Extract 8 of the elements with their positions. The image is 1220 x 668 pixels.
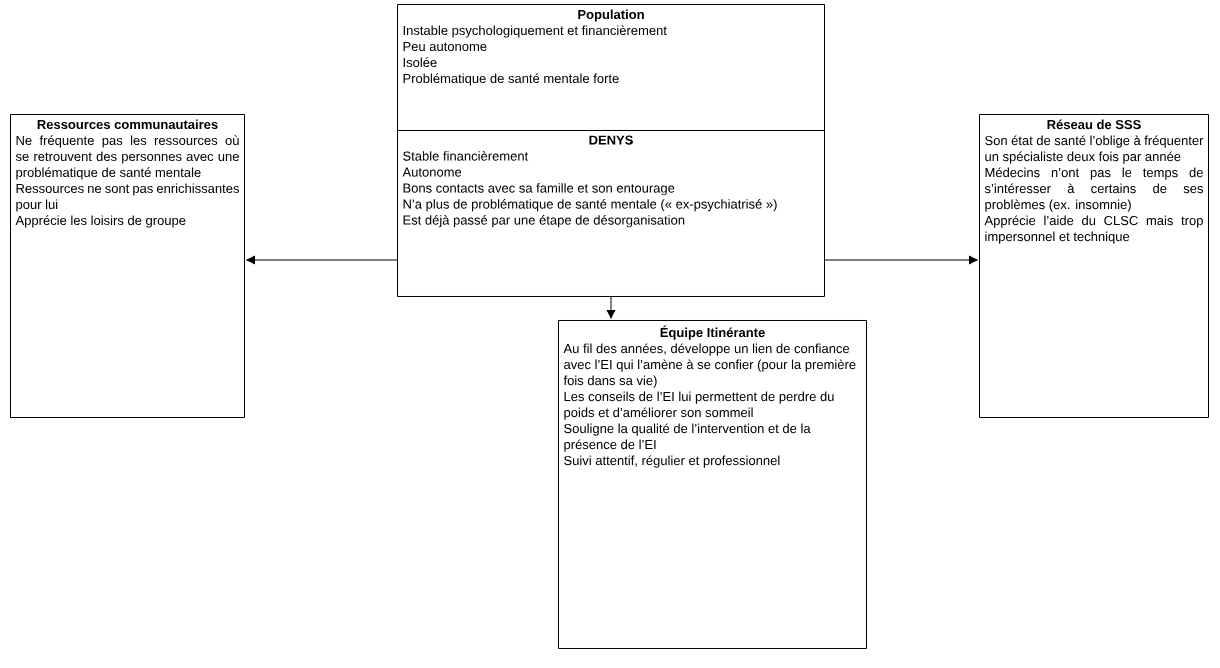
arrow xyxy=(246,255,398,265)
text-box: DENYS Stable financièrement Autonome Bons contacts avec sa famille et son entourage N’a plus de problématique de santé mentale (« ex-psychiatrisé ») Est déjà passé par une étape de désorganisation xyxy=(397,130,825,297)
text-box: Population Instable psychologiquement et financièrement Peu autonome Isolée Problématique de santé mentale forte xyxy=(397,4,825,131)
arrow xyxy=(606,296,616,319)
text-box: Réseau de SSS Son état de santé l’oblige à fréquenter un spécialiste deux fois par année Médecins n’ont pas le temps de s’intéresser à certains de ses problèmes (ex. insomnie) Apprécie l’aide du CLSC mais trop impersonnel et technique xyxy=(979,114,1209,418)
text-box: Équipe Itinérante Au fil des années, développe un lien de confiance avec l’EI qui l’amène à se confier (pour la première fois dans sa vie) Les conseils de l’EI lui permettent de perdre du poids et d’améliorer son sommeil Souligne la qualité de l’intervention et de la présence de l’EI Suivi attentif, régulier et professionnel xyxy=(558,320,867,649)
arrow xyxy=(824,255,978,265)
text-box: Ressources communautaires Ne fréquente pas les ressources où se retrouvent des personnes avec une problématique de santé mentale Ressources ne sont pas enrichissantes pour lui Apprécie les loisirs de groupe xyxy=(10,114,245,418)
